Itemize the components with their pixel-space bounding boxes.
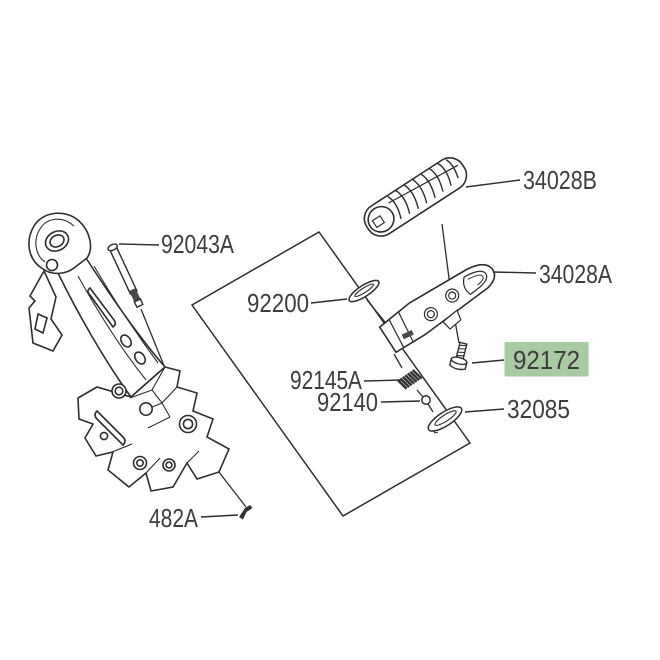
part-number-label-footpeg: 34028A [539, 259, 613, 289]
part-number-label-pad: 34028B [523, 165, 597, 195]
ball-drawing [421, 395, 431, 405]
highlighted-part-number-background [504, 342, 589, 377]
pin-drawing [107, 243, 144, 309]
washer-top-drawing [348, 279, 380, 303]
part-number-label-pin: 92043A [161, 229, 235, 259]
part-number-label-washer-bottom: 32085 [507, 394, 570, 424]
footpeg-rubber-pad-drawing [363, 157, 468, 237]
part-number-label-screw-highlighted[interactable]: 92172 [513, 345, 580, 375]
part-number-label-washer-top: 92200 [247, 288, 309, 318]
part-number-label-spring: 92145A [290, 365, 363, 395]
footpeg-drawing [378, 263, 496, 354]
frame-bracket-drawing [28, 212, 231, 492]
group-outline-rotated-rectangle [190, 231, 472, 517]
washer-bottom-drawing [427, 406, 463, 434]
leader-lines [118, 179, 537, 518]
clip-drawing [239, 505, 253, 520]
part-number-label-ball: 92140 [317, 387, 378, 417]
spring-drawing [396, 369, 423, 390]
screw-drawing [448, 341, 468, 371]
part-number-label-clip: 482A [149, 503, 199, 533]
